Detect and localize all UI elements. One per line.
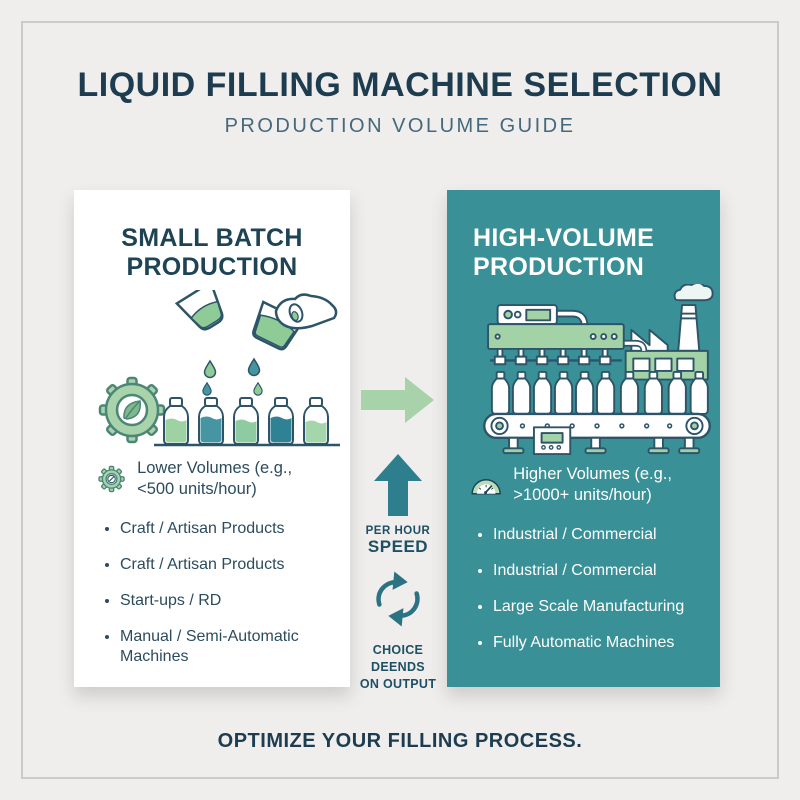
list-item: Fully Automatic Machines — [493, 633, 696, 653]
gear-gauge-icon — [98, 466, 125, 493]
footer-caption: OPTIMIZE YOUR FILLING PROCESS. — [217, 730, 583, 752]
right-arrow-icon — [361, 375, 435, 430]
small-batch-volume-row: Lower Volumes (e.g., <500 units/hour) — [98, 458, 326, 501]
list-item: Industrial / Commercial — [493, 561, 696, 581]
choice-label-line1: CHOICE — [372, 643, 424, 657]
small-batch-volume-label: Lower Volumes (e.g., <500 units/hour) — [137, 459, 293, 499]
speed-label-line1: PER HOUR — [365, 525, 431, 537]
list-item: Manual / Semi-Automatic Machines — [120, 627, 326, 667]
speed-label-line2: SPEED — [367, 537, 429, 556]
gear-leaf-icon — [98, 376, 166, 444]
hand-pouring-icon — [252, 293, 338, 351]
list-item: Craft / Artisan Products — [120, 519, 326, 539]
conveyor-belt — [483, 412, 711, 440]
page-title: LIQUID FILLING MACHINE SELECTION — [77, 66, 723, 104]
filling-nozzles — [493, 348, 612, 366]
high-volume-volume-label: Higher Volumes (e.g., >1000+ units/hour) — [513, 465, 672, 505]
pouring-beakers-illustration — [98, 290, 340, 447]
footer: OPTIMIZE YOUR FILLING PROCESS. — [0, 730, 800, 753]
beaker-icon — [174, 290, 224, 331]
machine-body — [487, 323, 625, 350]
liquid-drops — [202, 357, 263, 396]
choice-label-line3: ON OUTPUT — [359, 676, 437, 691]
small-batch-bullet-list: Craft / Artisan Products Craft / Artisan… — [98, 519, 326, 667]
list-item: Large Scale Manufacturing — [493, 597, 696, 617]
list-item: Industrial / Commercial — [493, 525, 696, 545]
speed-label: PER HOUR SPEED — [366, 525, 431, 557]
smoke-cloud — [673, 284, 714, 302]
list-item: Start-ups / RD — [120, 591, 326, 611]
small-batch-heading: SMALL BATCH PRODUCTION — [121, 224, 303, 281]
cycle-arrows-icon — [369, 569, 427, 634]
small-bottles — [154, 397, 340, 447]
conveyor-bottles — [490, 370, 709, 415]
filling-machine-illustration — [483, 284, 714, 456]
high-volume-volume-row: Higher Volumes (e.g., >1000+ units/hour) — [471, 464, 696, 507]
header: LIQUID FILLING MACHINE SELECTION PRODUCT… — [0, 66, 800, 138]
list-item: Craft / Artisan Products — [120, 555, 326, 575]
page-subtitle: PRODUCTION VOLUME GUIDE — [224, 115, 576, 137]
machine-legs — [502, 436, 701, 455]
high-volume-panel: HIGH-VOLUME PRODUCTION — [447, 190, 720, 687]
factory-chimney — [677, 304, 701, 352]
speedometer-icon — [471, 479, 501, 495]
high-volume-heading: HIGH-VOLUME PRODUCTION — [473, 224, 655, 281]
small-batch-panel: SMALL BATCH PRODUCTION — [74, 190, 350, 687]
choice-label: CHOICE DEENDS ON OUTPUT — [360, 642, 436, 693]
comparison-middle-column: PER HOUR SPEED CHOICE DEENDS ON OUTPUT — [348, 375, 448, 693]
up-arrow-icon — [374, 454, 422, 521]
high-volume-bullet-list: Industrial / Commercial Industrial / Com… — [471, 525, 696, 653]
choice-label-line2: DEENDS — [371, 659, 425, 674]
